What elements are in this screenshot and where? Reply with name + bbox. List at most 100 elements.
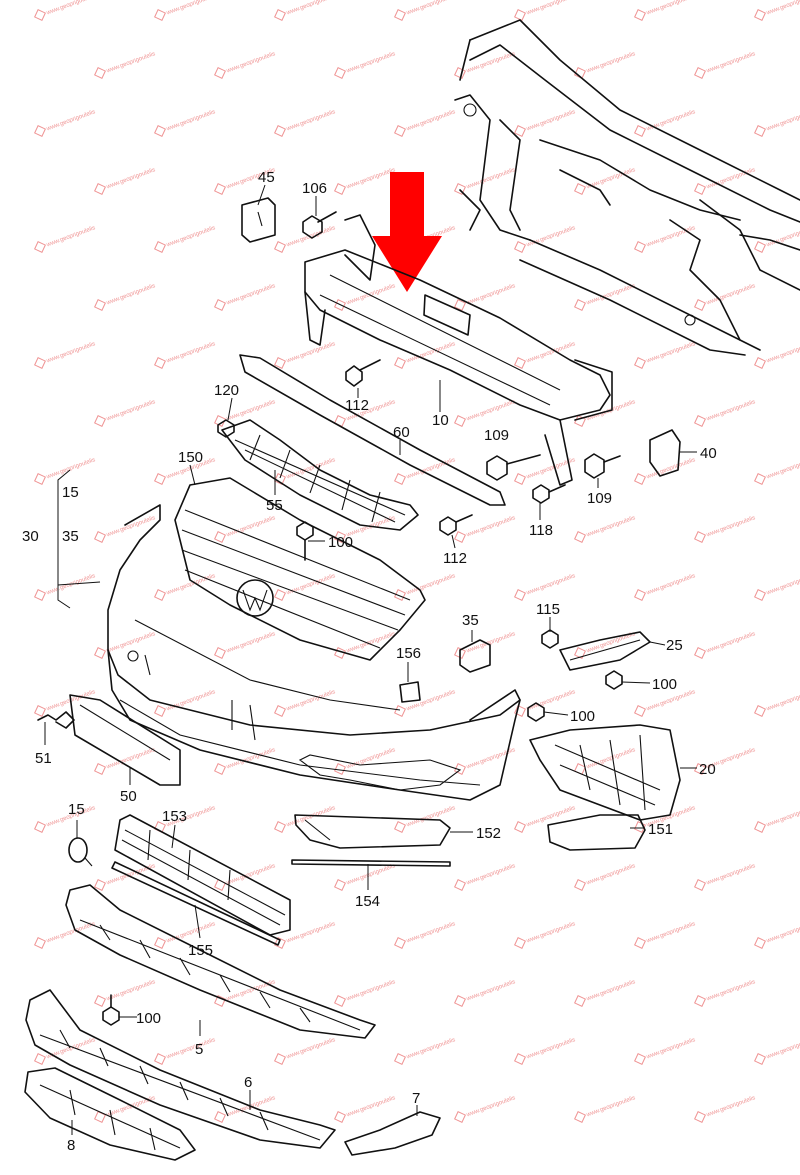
watermark-stamp: www.geoprigoulelis bbox=[334, 283, 396, 311]
part-151-fog-lamp bbox=[547, 814, 646, 851]
watermark-stamp: www.geoprigoulelis bbox=[34, 805, 96, 833]
label-100-b: 100 bbox=[652, 676, 677, 693]
watermark-stamp: www.geoprigoulelis bbox=[394, 1037, 456, 1065]
svg-text:www.geoprigoulelis: www.geoprigoulelis bbox=[105, 399, 156, 423]
svg-text:www.geoprigoulelis: www.geoprigoulelis bbox=[45, 1037, 96, 1061]
watermark-stamp: www.geoprigoulelis bbox=[514, 0, 576, 21]
label-25: 25 bbox=[666, 637, 683, 654]
leader-lines bbox=[44, 184, 697, 1135]
svg-text:www.geoprigoulelis: www.geoprigoulelis bbox=[225, 283, 276, 307]
part-100-screw-b bbox=[605, 670, 623, 690]
svg-text:www.geoprigoulelis: www.geoprigoulelis bbox=[165, 0, 216, 17]
part-112-screw-lower bbox=[439, 514, 473, 536]
part-115-clip bbox=[541, 629, 559, 649]
svg-text:www.geoprigoulelis: www.geoprigoulelis bbox=[45, 225, 96, 249]
part-30-bumper-cover bbox=[107, 504, 521, 801]
svg-text:www.geoprigoulelis: www.geoprigoulelis bbox=[285, 109, 336, 133]
watermark-stamp: www.geoprigoulelis bbox=[274, 689, 336, 717]
svg-text:www.geoprigoulelis: www.geoprigoulelis bbox=[465, 515, 516, 539]
watermark-stamp: www.geoprigoulelis bbox=[754, 1037, 800, 1065]
watermark-stamp: www.geoprigoulelis bbox=[274, 225, 336, 253]
watermark-stamp: www.geoprigoulelis bbox=[34, 225, 96, 253]
svg-text:www.geoprigoulelis: www.geoprigoulelis bbox=[105, 283, 156, 307]
svg-text:www.geoprigoulelis: www.geoprigoulelis bbox=[525, 1037, 576, 1061]
svg-text:www.geoprigoulelis: www.geoprigoulelis bbox=[225, 51, 276, 75]
watermark-stamp: www.geoprigoulelis bbox=[214, 1095, 276, 1123]
watermark-stamp: www.geoprigoulelis bbox=[394, 921, 456, 949]
part-5-lower-spoiler bbox=[65, 884, 376, 1039]
svg-text:www.geoprigoulelis: www.geoprigoulelis bbox=[765, 0, 800, 17]
svg-text:www.geoprigoulelis: www.geoprigoulelis bbox=[165, 573, 216, 597]
label-51: 51 bbox=[35, 750, 52, 767]
watermark-stamp: www.geoprigoulelis bbox=[694, 283, 756, 311]
svg-text:www.geoprigoulelis: www.geoprigoulelis bbox=[585, 51, 636, 75]
watermark-stamp: www.geoprigoulelis bbox=[394, 109, 456, 137]
watermark-stamp: www.geoprigoulelis bbox=[754, 573, 800, 601]
svg-text:www.geoprigoulelis: www.geoprigoulelis bbox=[405, 805, 456, 829]
watermark-stamp: www.geoprigoulelis bbox=[214, 399, 276, 427]
svg-text:www.geoprigoulelis: www.geoprigoulelis bbox=[225, 863, 276, 887]
part-100-screw-c bbox=[527, 702, 545, 722]
svg-text:www.geoprigoulelis: www.geoprigoulelis bbox=[285, 573, 336, 597]
part-40-bracket bbox=[649, 429, 681, 477]
svg-text:www.geoprigoulelis: www.geoprigoulelis bbox=[165, 689, 216, 713]
svg-text:www.geoprigoulelis: www.geoprigoulelis bbox=[225, 631, 276, 655]
svg-text:www.geoprigoulelis: www.geoprigoulelis bbox=[525, 573, 576, 597]
label-112: 112 bbox=[345, 397, 369, 414]
svg-text:www.geoprigoulelis: www.geoprigoulelis bbox=[345, 631, 396, 655]
part-100-screw-a bbox=[296, 521, 314, 561]
svg-text:www.geoprigoulelis: www.geoprigoulelis bbox=[465, 399, 516, 423]
watermark-stamp: www.geoprigoulelis bbox=[754, 0, 800, 21]
svg-text:www.geoprigoulelis: www.geoprigoulelis bbox=[705, 631, 756, 655]
part-155-strip bbox=[111, 861, 281, 946]
watermark-stamp: www.geoprigoulelis bbox=[574, 51, 636, 79]
watermark-stamp: www.geoprigoulelis bbox=[214, 51, 276, 79]
part-109-bolt-a bbox=[486, 454, 541, 481]
watermark-stamp: www.geoprigoulelis bbox=[454, 863, 516, 891]
label-15-b: 15 bbox=[68, 801, 85, 818]
svg-text:www.geoprigoulelis: www.geoprigoulelis bbox=[465, 1095, 516, 1119]
watermark-stamp: www.geoprigoulelis bbox=[574, 515, 636, 543]
watermark-stamp: www.geoprigoulelis bbox=[274, 109, 336, 137]
watermark-stamp: www.geoprigoulelis bbox=[454, 1095, 516, 1123]
watermark-stamp: www.geoprigoulelis bbox=[334, 979, 396, 1007]
label-5: 5 bbox=[195, 1041, 203, 1058]
watermark-stamp: www.geoprigoulelis bbox=[634, 1037, 696, 1065]
svg-text:www.geoprigoulelis: www.geoprigoulelis bbox=[765, 109, 800, 133]
svg-text:www.geoprigoulelis: www.geoprigoulelis bbox=[45, 921, 96, 945]
watermark-stamp: www.geoprigoulelis bbox=[34, 0, 96, 21]
svg-text:www.geoprigoulelis: www.geoprigoulelis bbox=[105, 515, 156, 539]
svg-text:www.geoprigoulelis: www.geoprigoulelis bbox=[225, 515, 276, 539]
part-112-bolt-upper bbox=[345, 359, 381, 387]
svg-text:www.geoprigoulelis: www.geoprigoulelis bbox=[105, 167, 156, 191]
svg-text:www.geoprigoulelis: www.geoprigoulelis bbox=[165, 1037, 216, 1061]
watermark-stamp: www.geoprigoulelis bbox=[574, 979, 636, 1007]
watermark-stamp: www.geoprigoulelis bbox=[94, 979, 156, 1007]
part-8-under-cover bbox=[24, 1067, 196, 1161]
label-100-a: 100 bbox=[328, 534, 353, 551]
part-152-trim bbox=[294, 814, 451, 849]
label-106: 106 bbox=[302, 180, 327, 197]
watermark-stamp: www.geoprigoulelis bbox=[754, 457, 800, 485]
label-35: 35 bbox=[62, 528, 79, 545]
watermark-stamp: www.geoprigoulelis bbox=[694, 515, 756, 543]
part-10-bumper-reinforcement bbox=[304, 214, 613, 486]
svg-text:www.geoprigoulelis: www.geoprigoulelis bbox=[45, 457, 96, 481]
label-35-b: 35 bbox=[462, 612, 479, 629]
watermark-stamp: www.geoprigoulelis bbox=[694, 399, 756, 427]
svg-text:www.geoprigoulelis: www.geoprigoulelis bbox=[765, 805, 800, 829]
watermark-stamp: www.geoprigoulelis bbox=[214, 515, 276, 543]
svg-text:www.geoprigoulelis: www.geoprigoulelis bbox=[765, 225, 800, 249]
watermark-stamp: www.geoprigoulelis bbox=[154, 225, 216, 253]
svg-text:www.geoprigoulelis: www.geoprigoulelis bbox=[705, 399, 756, 423]
svg-text:www.geoprigoulelis: www.geoprigoulelis bbox=[105, 1095, 156, 1119]
svg-text:www.geoprigoulelis: www.geoprigoulelis bbox=[405, 921, 456, 945]
svg-text:www.geoprigoulelis: www.geoprigoulelis bbox=[705, 51, 756, 75]
svg-text:www.geoprigoulelis: www.geoprigoulelis bbox=[105, 51, 156, 75]
label-45: 45 bbox=[258, 169, 275, 186]
watermark-stamp: www.geoprigoulelis bbox=[394, 0, 456, 21]
watermark-stamp: www.geoprigoulelis bbox=[574, 283, 636, 311]
watermark-stamp: www.geoprigoulelis bbox=[274, 921, 336, 949]
watermark-stamp: www.geoprigoulelis bbox=[94, 515, 156, 543]
svg-text:www.geoprigoulelis: www.geoprigoulelis bbox=[465, 167, 516, 191]
